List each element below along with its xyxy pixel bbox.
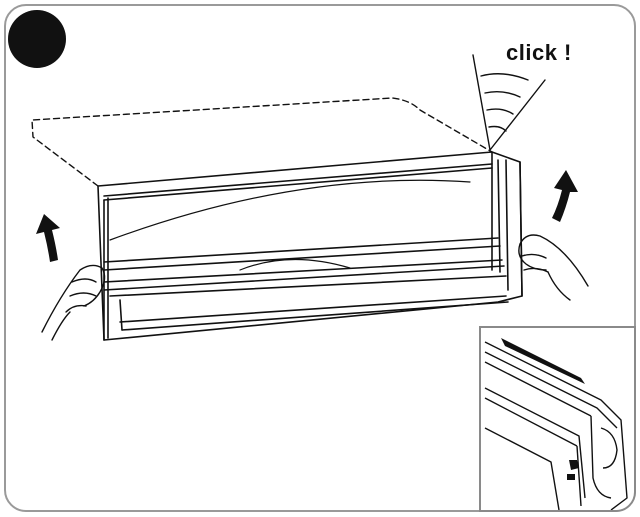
click-annotation: click !: [506, 40, 572, 65]
detail-latch-illustration: [484, 338, 628, 510]
right-hand: [518, 234, 589, 301]
click-sound-arcs: [472, 54, 546, 151]
up-arrow-right-icon: [552, 170, 578, 222]
detail-inset: [479, 326, 636, 512]
open-panel-dashed-outline: [31, 97, 493, 187]
step-marker: [8, 10, 66, 68]
up-arrow-left-icon: [36, 214, 60, 262]
left-hand: [41, 264, 106, 341]
ac-unit-body: [97, 151, 523, 341]
